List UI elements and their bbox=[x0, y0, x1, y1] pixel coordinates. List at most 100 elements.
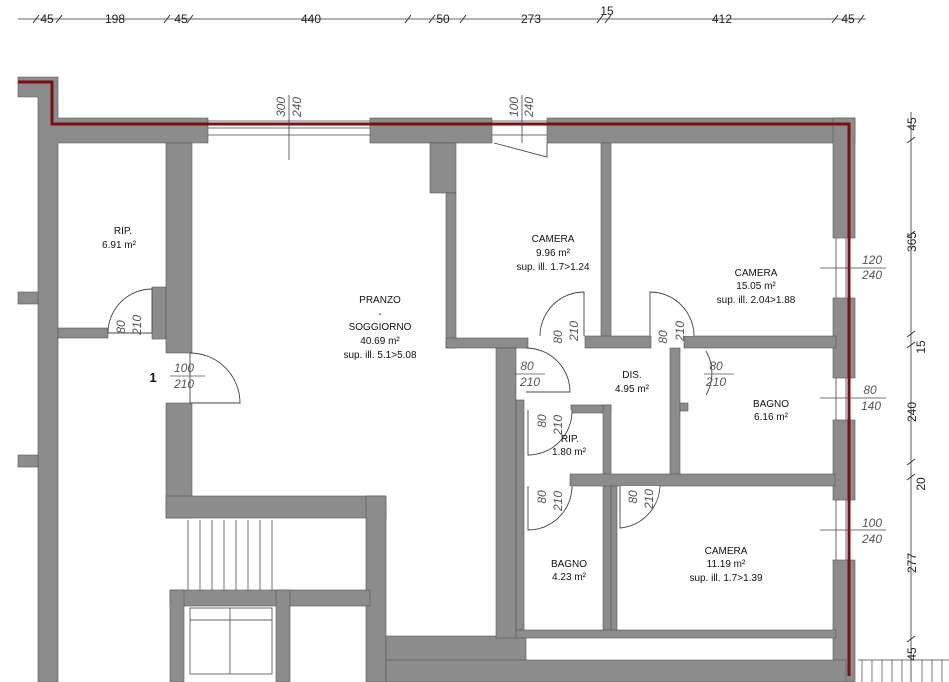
stair-treads bbox=[187, 520, 273, 675]
window-right-bagno-label: 80 140 bbox=[861, 383, 881, 413]
window-right-camera3-label: 100 240 bbox=[861, 516, 882, 546]
room-camera-2: CAMERA 15.05 m² sup. ill. 2.04>1.88 bbox=[717, 268, 796, 306]
room-bagno-2: BAGNO 4.23 m² bbox=[551, 559, 587, 583]
apartment-number: 1 bbox=[149, 370, 156, 385]
room-name: CAMERA bbox=[735, 268, 778, 279]
room-name: CAMERA bbox=[705, 546, 748, 557]
opening-height: 210 bbox=[130, 315, 144, 336]
windows bbox=[208, 95, 886, 560]
opening-height: 210 bbox=[567, 321, 581, 342]
opening-height: 210 bbox=[173, 377, 194, 391]
opening-height: 240 bbox=[522, 97, 536, 118]
opening-width: 80 bbox=[656, 330, 670, 344]
window-right-camera2-label: 120 240 bbox=[861, 253, 882, 282]
room-area: 11.19 m² bbox=[707, 559, 746, 570]
right-dim-1: 45 bbox=[905, 117, 919, 131]
door-swings bbox=[107, 142, 713, 531]
room-rip-1: RIP. 6.91 m² bbox=[102, 226, 137, 251]
room-name: DIS. bbox=[622, 370, 641, 381]
right-dim-5: 20 bbox=[914, 477, 928, 491]
opening-height: 210 bbox=[673, 321, 687, 342]
top-dim-1: 45 bbox=[40, 12, 54, 26]
opening-width: 80 bbox=[709, 359, 723, 373]
room-name-2: SOGGIORNO bbox=[349, 322, 412, 333]
room-camera-1: CAMERA 9.96 m² sup. ill. 1.7>1.24 bbox=[516, 234, 590, 273]
room-illumination: sup. ill. 5.1>5.08 bbox=[343, 350, 417, 361]
top-dim-5: 50 bbox=[436, 12, 450, 26]
room-illumination: sup. ill. 2.04>1.88 bbox=[717, 295, 796, 306]
room-area: 4.23 m² bbox=[552, 572, 587, 583]
opening-width: 80 bbox=[863, 383, 877, 397]
room-illumination: sup. ill. 1.7>1.24 bbox=[516, 262, 590, 273]
room-camera-3: CAMERA 11.19 m² sup. ill. 1.7>1.39 bbox=[689, 546, 763, 584]
right-dimension-line: 45 365 15 240 20 277 45 bbox=[905, 112, 928, 682]
opening-width: 300 bbox=[274, 97, 288, 117]
opening-height: 210 bbox=[705, 375, 726, 389]
door-camera3-label: 80 210 bbox=[626, 489, 656, 510]
opening-width: 80 bbox=[520, 359, 534, 373]
right-dim-2: 365 bbox=[905, 232, 919, 252]
opening-width: 80 bbox=[114, 320, 128, 334]
opening-width: 80 bbox=[551, 330, 565, 344]
opening-height: 240 bbox=[861, 532, 882, 546]
walls bbox=[17, 76, 856, 682]
room-area: 40.69 m² bbox=[360, 336, 400, 347]
window-top-camera-label: 100 240 bbox=[507, 97, 536, 118]
opening-width: 100 bbox=[174, 361, 194, 375]
room-area: 4.95 m² bbox=[615, 384, 650, 395]
room-name: CAMERA bbox=[532, 234, 575, 245]
opening-width: 100 bbox=[507, 97, 521, 117]
window-top-living-label: 300 240 bbox=[274, 97, 304, 118]
top-dim-7: 15 bbox=[600, 4, 614, 18]
door-rip1-label: 80 210 bbox=[114, 315, 144, 336]
room-area: 15.05 m² bbox=[736, 281, 776, 292]
facade-line bbox=[18, 80, 851, 676]
top-dim-6: 273 bbox=[521, 12, 541, 26]
top-dim-9: 45 bbox=[841, 12, 855, 26]
door-dis-left-label: 80 210 bbox=[515, 359, 545, 389]
opening-height: 210 bbox=[551, 415, 565, 436]
door-entry-label: 100 210 bbox=[170, 361, 205, 391]
room-bagno-1: BAGNO 6.16 m² bbox=[753, 399, 789, 423]
top-dim-3: 45 bbox=[174, 12, 188, 26]
room-area: 6.16 m² bbox=[754, 412, 789, 423]
door-camera1-label: 80 210 bbox=[551, 321, 581, 344]
room-name: BAGNO bbox=[753, 399, 789, 410]
room-area: 6.91 m² bbox=[102, 240, 137, 251]
room-name: BAGNO bbox=[551, 559, 587, 570]
opening-width: 80 bbox=[535, 490, 549, 504]
opening-height: 210 bbox=[551, 491, 565, 512]
room-name-separator: - bbox=[378, 309, 381, 320]
right-dim-4: 240 bbox=[905, 402, 919, 422]
opening-width: 80 bbox=[626, 490, 640, 504]
room-area: 1.80 m² bbox=[552, 447, 587, 458]
door-bagno2-label: 80 210 bbox=[535, 490, 565, 512]
top-dim-8: 412 bbox=[712, 12, 732, 26]
door-rip2-label: 80 210 bbox=[535, 414, 565, 436]
top-dim-4: 440 bbox=[301, 12, 321, 26]
right-dim-6: 277 bbox=[905, 553, 919, 573]
opening-height: 240 bbox=[290, 97, 304, 118]
door-bagno1-label: 80 210 bbox=[704, 359, 734, 389]
opening-height: 240 bbox=[861, 268, 882, 282]
opening-width: 100 bbox=[862, 516, 882, 530]
room-name: RIP. bbox=[114, 226, 132, 237]
exterior-hatch bbox=[858, 659, 949, 682]
opening-width: 80 bbox=[535, 414, 549, 428]
room-pranzo-soggiorno: PRANZO - SOGGIORNO 40.69 m² sup. ill. 5.… bbox=[343, 295, 417, 361]
opening-height: 210 bbox=[519, 375, 540, 389]
opening-width: 120 bbox=[862, 253, 882, 267]
room-illumination: sup. ill. 1.7>1.39 bbox=[689, 573, 763, 584]
opening-height: 210 bbox=[642, 489, 656, 510]
room-rip-2: RIP. 1.80 m² bbox=[552, 434, 587, 458]
door-camera2-label: 80 210 bbox=[656, 321, 687, 344]
room-name: PRANZO bbox=[359, 295, 401, 306]
top-dimension-line: 45 198 45 440 50 273 15 412 45 bbox=[18, 4, 866, 26]
right-dim-3: 15 bbox=[914, 340, 928, 354]
room-dis: DIS. 4.95 m² bbox=[615, 370, 650, 395]
room-name: RIP. bbox=[561, 434, 579, 445]
room-area: 9.96 m² bbox=[536, 248, 571, 259]
top-dim-2: 198 bbox=[105, 12, 125, 26]
opening-height: 140 bbox=[861, 399, 881, 413]
